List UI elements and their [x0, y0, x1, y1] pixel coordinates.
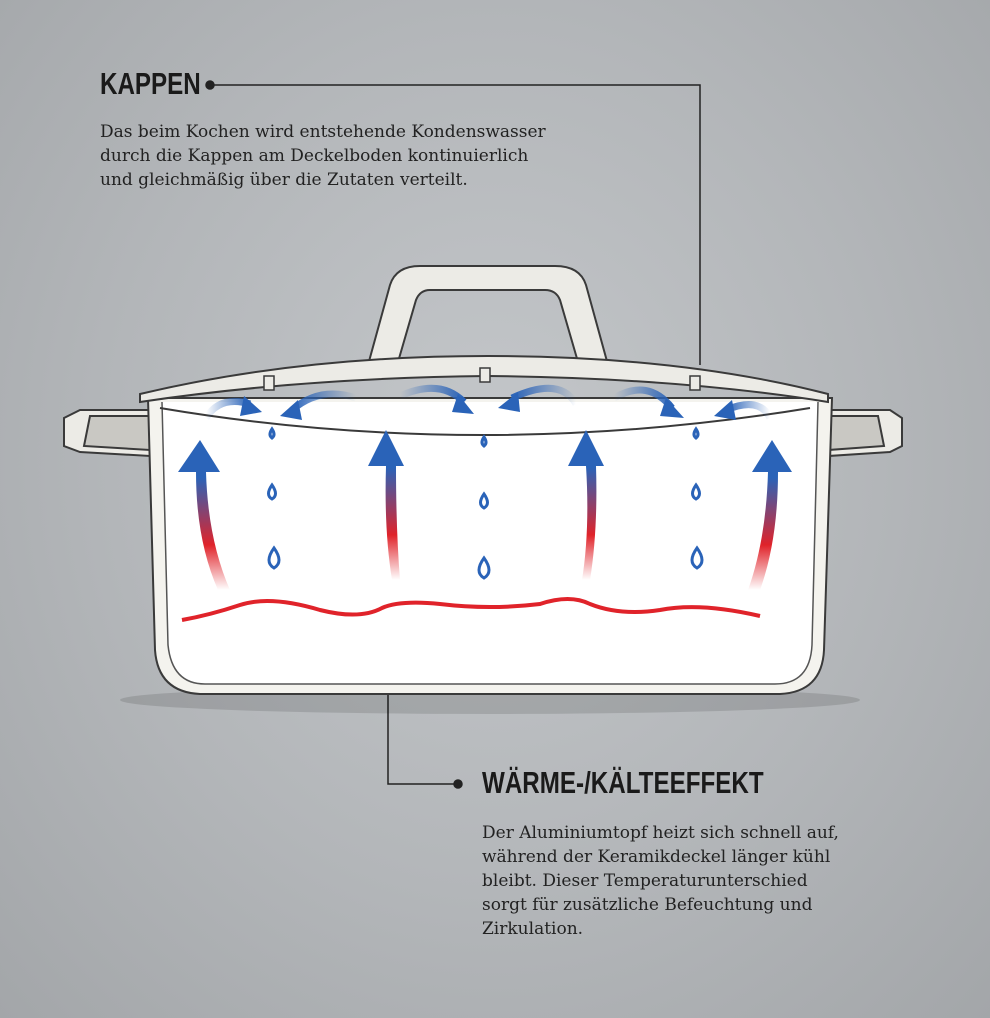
- desc-line: durch die Kappen am Deckelboden kontinui…: [100, 146, 529, 166]
- pot-handle-right: [827, 409, 903, 458]
- desc-line: und gleichmäßig über die Zutaten verteil…: [100, 170, 468, 190]
- callout-desc-waerme: Der Aluminiumtopf heizt sich schnell auf…: [482, 821, 839, 941]
- desc-line: Zirkulation.: [482, 919, 584, 939]
- callout-title-kappen: KAPPEN: [100, 66, 201, 101]
- callout-desc-kappen: Das beim Kochen wird entstehende Kondens…: [100, 120, 546, 192]
- water-droplets: [267, 426, 704, 580]
- desc-line: Das beim Kochen wird entstehende Kondens…: [100, 122, 546, 142]
- desc-line: während der Keramikdeckel länger kühl: [482, 847, 831, 867]
- lid-handle: [366, 265, 610, 367]
- pot-handle-left: [63, 409, 151, 458]
- desc-line: bleibt. Dieser Temperaturunterschied: [482, 871, 808, 891]
- heat-line: [181, 597, 761, 622]
- leader-line-kappen: [205, 80, 701, 365]
- desc-line: sorgt für zusätzliche Befeuchtung und: [482, 895, 813, 915]
- lid-caps: [263, 367, 701, 391]
- callout-title-waerme: WÄRME-/KÄLTEEFFEKT: [482, 765, 764, 800]
- rising-heat-arrows: [178, 430, 792, 590]
- arrow-heads: [240, 392, 736, 420]
- desc-line: Der Aluminiumtopf heizt sich schnell auf…: [482, 823, 839, 843]
- lid: [139, 354, 829, 404]
